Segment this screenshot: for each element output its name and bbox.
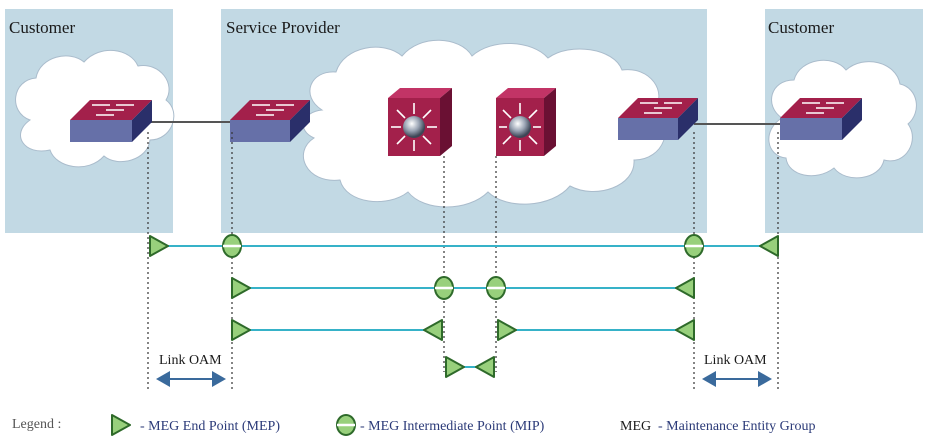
mip-marker	[222, 234, 242, 258]
link-oam-left-label: Link OAM	[159, 353, 222, 368]
mep-marker	[675, 319, 695, 341]
mep-marker	[423, 319, 443, 341]
legend-meg-abbr: MEG	[620, 419, 651, 434]
link-oam-right-label: Link OAM	[704, 353, 767, 368]
core-router-left	[388, 88, 452, 156]
mep-marker	[231, 319, 251, 341]
mep-marker	[475, 356, 495, 378]
mep-marker	[759, 235, 779, 257]
mip-marker	[486, 276, 506, 300]
drop-lines	[147, 132, 779, 392]
legend-meg-text: - Maintenance Entity Group	[658, 419, 815, 434]
left-customer-label: Customer	[9, 18, 75, 37]
service-provider-cloud	[302, 39, 666, 208]
meg-lines	[156, 245, 770, 368]
service-provider-label: Service Provider	[226, 18, 340, 37]
legend-mep-icon	[111, 414, 131, 436]
legend-title: Legend :	[12, 417, 61, 432]
mep-markers	[149, 235, 779, 378]
mep-marker	[675, 277, 695, 299]
switch-left-customer	[70, 100, 152, 142]
legend-mep-text: - MEG End Point (MEP)	[140, 419, 280, 434]
right-customer-label: Customer	[768, 18, 834, 37]
legend-mip-text: - MEG Intermediate Point (MIP)	[360, 419, 545, 434]
legend-mip-icon	[336, 414, 356, 436]
switch-right-customer	[780, 98, 862, 140]
mip-marker	[434, 276, 454, 300]
mip-marker	[684, 234, 704, 258]
switch-provider-edge-left	[230, 100, 310, 142]
mep-marker	[231, 277, 251, 299]
mep-marker	[497, 319, 517, 341]
mep-marker	[149, 235, 169, 257]
switch-provider-edge-right	[618, 98, 698, 140]
mep-marker	[445, 356, 465, 378]
core-router-right	[496, 88, 556, 156]
mip-markers	[222, 234, 704, 300]
